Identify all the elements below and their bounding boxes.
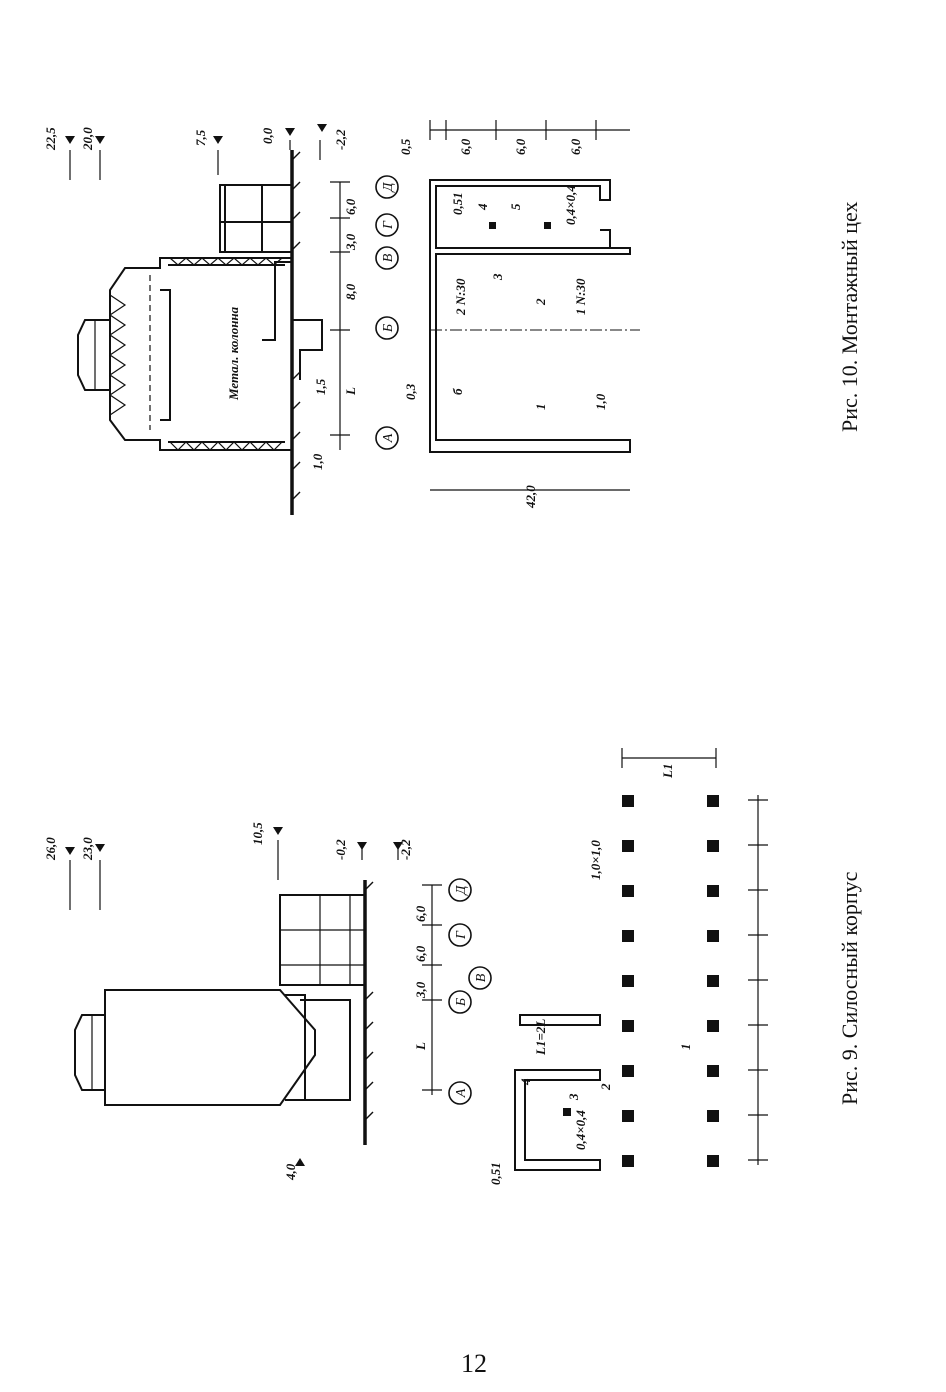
- dimension-label: 6,0: [413, 945, 428, 962]
- page-number: 12: [461, 1349, 487, 1378]
- elevation-label: 23,0: [80, 837, 95, 861]
- dimension-label: L: [413, 1042, 428, 1051]
- elevation-label: -2,2: [398, 839, 413, 860]
- figure-10-section: Метал. колонна 22,5 20,0 7,5 0,0 -2,2 1,…: [43, 124, 399, 515]
- figure-10-plan: 0,5 6,0 6,0 6,0 42,0 0,3 б 1 1,0 2 1 N:3…: [398, 120, 640, 509]
- plan-label: 2 N:30: [453, 278, 468, 316]
- ground-hatch: [291, 151, 301, 501]
- dimension-label: 6,0: [513, 138, 528, 155]
- axis-label: А: [454, 1088, 469, 1098]
- plan-label: 0,4×0,4: [563, 185, 578, 225]
- plan-label: 4: [518, 1078, 533, 1086]
- elevation-label: 0,0: [260, 127, 275, 144]
- axis-label: Д: [454, 884, 469, 896]
- dimension-label: 6,0: [568, 138, 583, 155]
- plan-label: 1: [678, 1044, 693, 1051]
- dimension-label: 8,0: [343, 283, 358, 300]
- axis-label: В: [381, 253, 396, 262]
- plan-label: б: [450, 388, 465, 395]
- dimension-label: 3,0: [413, 981, 428, 999]
- elevation-label: -0,2: [333, 839, 348, 860]
- plan-label: 1 N:30: [573, 278, 588, 315]
- axis-label: Г: [454, 930, 469, 940]
- plan-label: 2: [533, 298, 548, 306]
- elevation-label: 22,5: [43, 127, 58, 151]
- dimension-label: 0,5: [398, 138, 413, 155]
- elevation-label: 26,0: [43, 837, 58, 861]
- dimension-label: 6,0: [413, 905, 428, 922]
- ground-hatch: [364, 881, 374, 1121]
- column-grid: [622, 795, 719, 1167]
- dimension-label: L: [343, 387, 358, 396]
- plan-label: 1,0×1,0: [588, 840, 603, 880]
- plan-label: 3: [566, 1093, 581, 1101]
- dimension-label: 6,0: [343, 198, 358, 215]
- figure-9-caption: Рис. 9. Силосный корпус: [837, 871, 862, 1105]
- plan-label: 0,51: [488, 1162, 503, 1185]
- dimension-label: 1,0: [310, 453, 325, 470]
- plan-label: 1,0: [593, 393, 608, 410]
- figure-9-plan: 0,51 2 3 4 0,4×0,4 L1=2L 1,0×1,0: [488, 748, 768, 1185]
- plan-label: 1: [533, 404, 548, 411]
- plan-label: 0,3: [403, 383, 418, 400]
- axis-label: Б: [381, 324, 396, 333]
- axis-label: А: [381, 433, 396, 443]
- axis-label: В: [474, 973, 489, 982]
- elevation-label: 7,5: [193, 129, 208, 146]
- plan-label: 4: [475, 203, 490, 211]
- plan-label: 2: [598, 1083, 613, 1091]
- elevation-label: 10,5: [250, 822, 265, 845]
- elevation-label: 4,0: [283, 1163, 298, 1181]
- elevation-marks: 22,5 20,0 7,5 0,0 -2,2: [43, 124, 348, 180]
- column-label: Метал. колонна: [226, 306, 241, 401]
- plan-label: 0,4×0,4: [573, 1110, 588, 1150]
- span-label: L1: [660, 764, 675, 779]
- dimension-label: 42,0: [523, 485, 538, 509]
- axis-markers: А Б В Г Д: [375, 175, 399, 450]
- axis-markers: А Б В Г Д: [448, 878, 492, 1105]
- elevation-label: 20,0: [80, 127, 95, 151]
- dimension-label: 3,0: [343, 233, 358, 251]
- figure-9-section: 26,0 23,0 10,5 -0,2 -2,2 4,0 L 3,0 6,0 6…: [43, 822, 492, 1181]
- axis-label: Д: [381, 181, 396, 193]
- plan-label: L1=2L: [533, 1019, 548, 1056]
- dimension-label: 1,5: [313, 378, 328, 395]
- plan-label: 5: [508, 203, 523, 210]
- axis-label: Б: [454, 998, 469, 1007]
- axis-label: Г: [381, 220, 396, 230]
- plan-label: 3: [490, 273, 505, 281]
- figure-10-caption: Рис. 10. Монтажный цех: [837, 202, 862, 432]
- dimension-label: 6,0: [458, 138, 473, 155]
- elevation-marks: 26,0 23,0 10,5 -0,2 -2,2 4,0: [43, 822, 413, 1181]
- plan-label: 0,51: [450, 192, 465, 215]
- elevation-label: -2,2: [333, 129, 348, 150]
